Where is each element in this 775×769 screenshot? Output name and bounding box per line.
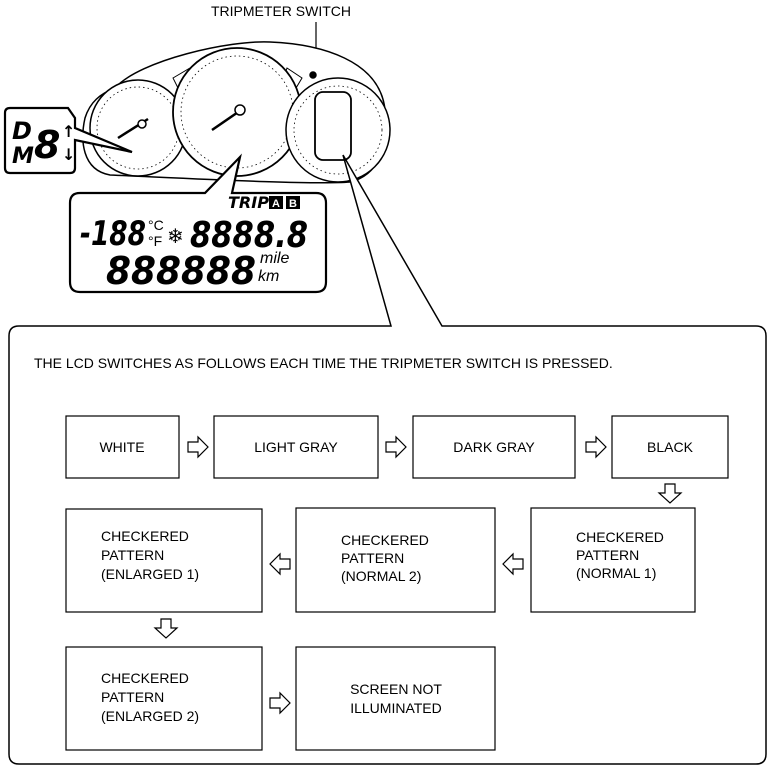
gear-digit: 8 xyxy=(34,123,60,167)
step-checkered-normal-2-line3: (NORMAL 2) xyxy=(341,568,421,584)
step-screen-not-illuminated-box xyxy=(295,646,496,751)
celsius-label: °C xyxy=(148,217,164,233)
step-black-box xyxy=(611,415,729,479)
step-checkered-enlarged-1-box xyxy=(65,508,263,613)
step-screen-not-illuminated-line1: SCREEN NOT xyxy=(350,681,442,697)
step-white-box xyxy=(65,415,180,479)
lcd-screen xyxy=(314,91,352,161)
instrument-cluster xyxy=(82,41,391,184)
trip-a-label: A xyxy=(272,198,280,210)
step-checkered-normal-1-line3: (NORMAL 1) xyxy=(576,565,656,581)
step-light-gray-box xyxy=(213,415,379,479)
step-checkered-enlarged-1-line1: CHECKERED xyxy=(101,528,189,544)
gear-up-arrow-icon: ↑ xyxy=(62,122,75,141)
step-checkered-normal-1-line2: PATTERN xyxy=(576,547,639,563)
trip-b-badge xyxy=(286,196,300,209)
arrow-down-icon xyxy=(657,483,683,504)
step-dark-gray-box xyxy=(412,415,576,479)
sequence-arrows xyxy=(153,435,683,715)
unit-km-label: km xyxy=(258,268,279,285)
step-checkered-normal-2-box xyxy=(295,507,496,613)
step-checkered-enlarged-1-line3: (ENLARGED 1) xyxy=(101,566,199,582)
sequence-boxes: WHITE LIGHT GRAY DARK GRAY BLACK CHECKER… xyxy=(65,415,729,751)
arrow-right-icon xyxy=(269,691,291,715)
step-checkered-normal-1-line1: CHECKERED xyxy=(576,529,664,545)
fahrenheit-label: °F xyxy=(148,233,162,249)
step-checkered-normal-2-line2: PATTERN xyxy=(341,550,404,566)
step-dark-gray-label: DARK GRAY xyxy=(453,439,535,455)
trip-digits: 8888.8 xyxy=(190,215,308,256)
step-checkered-normal-2-line1: CHECKERED xyxy=(341,532,429,548)
step-screen-not-illuminated-line2: ILLUMINATED xyxy=(350,700,442,716)
tripmeter-switch xyxy=(309,71,317,79)
step-black-label: BLACK xyxy=(647,439,694,455)
trip-label: TRIP xyxy=(228,193,269,212)
gear-indicator-callout: D M 8 ↑ ↓ xyxy=(3,106,133,175)
tripmeter-switch-label: TRIPMETER SWITCH xyxy=(211,3,351,19)
lcd-display-callout: TRIP A B -188 °C °F ❄ 8888.8 888888 mile… xyxy=(68,153,328,294)
step-checkered-enlarged-2-line2: PATTERN xyxy=(101,689,164,705)
step-light-gray-label: LIGHT GRAY xyxy=(254,439,338,455)
arrow-right-icon xyxy=(585,435,607,459)
temperature-digits: -188 xyxy=(80,214,146,254)
arrow-right-icon xyxy=(187,435,209,459)
arrow-right-icon xyxy=(385,435,407,459)
step-white-label: WHITE xyxy=(99,439,144,455)
trip-b-label: B xyxy=(289,198,297,210)
trip-a-badge xyxy=(269,196,283,209)
gear-m-label: M xyxy=(12,144,34,169)
arrow-left-icon xyxy=(269,552,291,576)
snowflake-icon: ❄ xyxy=(167,224,184,248)
step-checkered-enlarged-1-line2: PATTERN xyxy=(101,547,164,563)
gear-d-label: D xyxy=(12,117,32,145)
arrow-down-icon xyxy=(153,618,179,639)
step-checkered-normal-1-box xyxy=(530,507,696,613)
instruction-text: THE LCD SWITCHES AS FOLLOWS EACH TIME TH… xyxy=(34,355,613,371)
step-checkered-enlarged-2-line3: (ENLARGED 2) xyxy=(101,708,199,724)
step-checkered-enlarged-2-box xyxy=(65,646,263,751)
unit-mile-label: mile xyxy=(260,250,289,267)
odometer-digits: 888888 xyxy=(106,249,256,293)
arrow-left-icon xyxy=(502,552,524,576)
gear-down-arrow-icon: ↓ xyxy=(62,145,75,164)
step-checkered-enlarged-2-line1: CHECKERED xyxy=(101,670,189,686)
